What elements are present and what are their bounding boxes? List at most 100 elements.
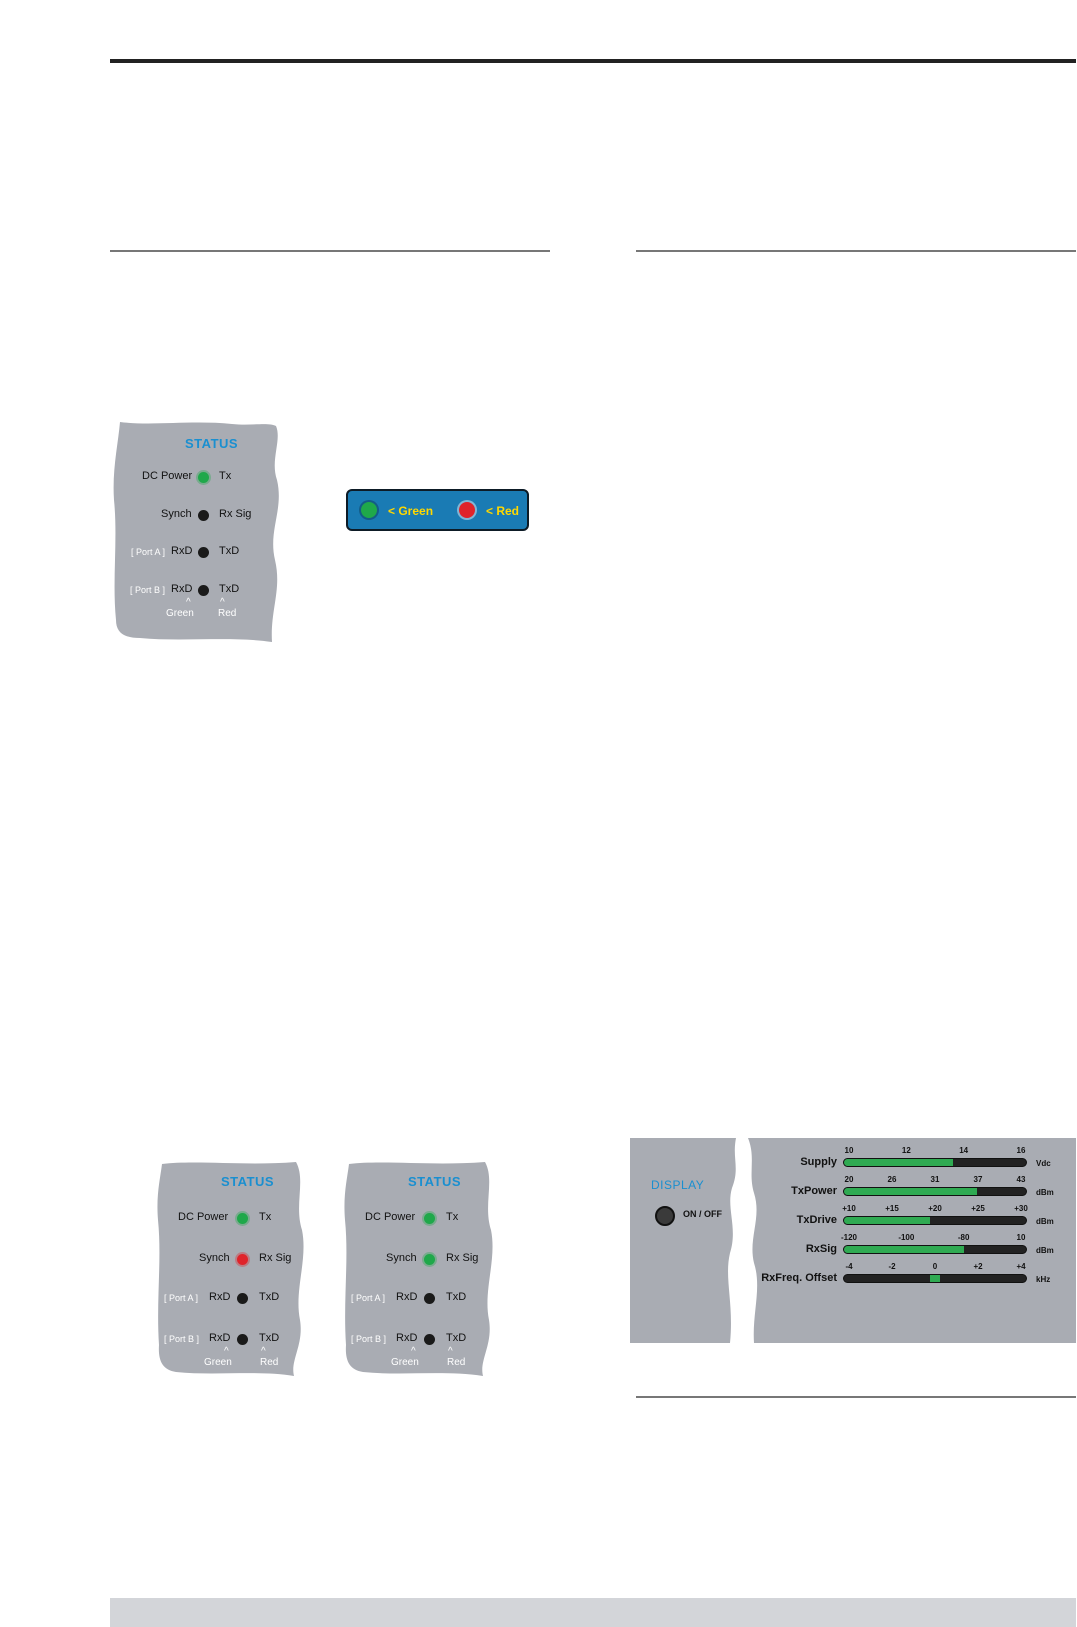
green-label: Green — [204, 1357, 232, 1368]
right-section-rule — [636, 250, 1076, 252]
txpower-meter-fill — [844, 1188, 977, 1195]
rxsig-meter-bar — [843, 1245, 1027, 1254]
status-panel-3: STATUS DC Power Tx Synch Rx Sig [ Port A… — [343, 1160, 495, 1378]
status-panel-2-background — [157, 1162, 304, 1376]
red-caret: ^ — [448, 1346, 453, 1357]
supply-tick-label: 14 — [959, 1146, 969, 1155]
port-a-rxd-label: RxD — [396, 1291, 418, 1303]
port-a-rxd-label: RxD — [171, 545, 193, 557]
rxsig-meter-fill — [844, 1246, 965, 1253]
rxsig-meter-label: RxSig — [805, 1243, 837, 1255]
legend-red-label: < Red — [486, 504, 520, 518]
red-label: Red — [218, 608, 237, 619]
footer-bar — [110, 1598, 1076, 1627]
status-panel-1-background — [113, 422, 279, 642]
rxfreq-offset-meter-fill — [930, 1275, 940, 1282]
status-panel-2: STATUS DC Power Tx Synch Rx Sig [ Port A… — [156, 1160, 306, 1378]
status-panel-3-background — [344, 1162, 493, 1376]
port-b-txd-label: TxD — [259, 1332, 280, 1344]
left-section-rule — [110, 250, 550, 252]
supply-tick-label: 10 — [844, 1146, 854, 1155]
dc-power-label: DC Power — [178, 1211, 229, 1223]
green-caret: ^ — [224, 1346, 229, 1357]
dc-power-label: DC Power — [365, 1211, 416, 1223]
rxsig-tick-label: -100 — [898, 1233, 915, 1242]
status-title: STATUS — [408, 1174, 462, 1189]
rxfreq-offset-unit-label: kHz — [1036, 1275, 1051, 1284]
port-b-label: [ Port B ] — [164, 1334, 200, 1344]
green-caret: ^ — [186, 597, 191, 608]
port-a-rxd-label: RxD — [209, 1291, 231, 1303]
txpower-tick-label: 31 — [930, 1175, 940, 1184]
port-a-txd-label: TxD — [219, 545, 240, 557]
display-title: DISPLAY — [651, 1178, 705, 1192]
rxsig-tick-label: -80 — [957, 1233, 970, 1242]
port-b-label: [ Port B ] — [351, 1334, 387, 1344]
txdrive-tick-label: +25 — [971, 1204, 985, 1213]
status-title: STATUS — [185, 436, 239, 451]
legend-green-led — [361, 502, 377, 518]
txdrive-tick-label: +10 — [842, 1204, 856, 1213]
rx-sig-label: Rx Sig — [446, 1252, 479, 1264]
status-title: STATUS — [221, 1174, 275, 1189]
led-port-b — [237, 1334, 248, 1345]
port-b-label: [ Port B ] — [130, 585, 166, 595]
rxfreq-offset-meter-label: RxFreq. Offset — [761, 1272, 837, 1284]
supply-meter-bar — [843, 1158, 1027, 1167]
led-dc-power-tx — [237, 1213, 248, 1224]
led-port-a — [237, 1293, 248, 1304]
txdrive-tick-label: +20 — [928, 1204, 942, 1213]
rxfreq-offset-tick-label: -2 — [888, 1262, 896, 1271]
supply-unit-label: Vdc — [1036, 1159, 1051, 1168]
port-b-rxd-label: RxD — [209, 1332, 231, 1344]
green-label: Green — [391, 1357, 419, 1368]
led-port-b — [198, 585, 209, 596]
supply-meter-fill — [844, 1159, 954, 1166]
port-a-txd-label: TxD — [446, 1291, 467, 1303]
txpower-meter-label: TxPower — [791, 1185, 837, 1197]
txpower-tick-label: 37 — [973, 1175, 983, 1184]
display-on-off-knob[interactable] — [655, 1206, 675, 1226]
supply-tick-label: 12 — [901, 1146, 911, 1155]
rxfreq-offset-tick-label: +4 — [1016, 1262, 1026, 1271]
port-b-txd-label: TxD — [219, 583, 240, 595]
txpower-tick-label: 43 — [1016, 1175, 1026, 1184]
rxsig-unit-label: dBm — [1036, 1246, 1054, 1255]
led-port-b — [424, 1334, 435, 1345]
supply-tick-label: 16 — [1016, 1146, 1026, 1155]
red-label: Red — [260, 1357, 279, 1368]
page-top-rule — [110, 59, 1076, 63]
rx-sig-label: Rx Sig — [219, 508, 252, 520]
port-b-rxd-label: RxD — [171, 583, 193, 595]
port-a-label: [ Port A ] — [164, 1293, 199, 1303]
port-a-label: [ Port A ] — [131, 547, 166, 557]
legend-red-led — [459, 502, 475, 518]
led-dc-power-tx — [198, 472, 209, 483]
port-b-rxd-label: RxD — [396, 1332, 418, 1344]
led-synch-rxsig — [424, 1254, 435, 1265]
green-caret: ^ — [411, 1346, 416, 1357]
rxfreq-offset-tick-label: -4 — [845, 1262, 853, 1271]
txdrive-meter-fill — [844, 1217, 930, 1224]
rxfreq-offset-tick-label: +2 — [973, 1262, 983, 1271]
led-color-legend: < Green < Red — [346, 489, 529, 531]
led-synch-rxsig — [198, 510, 209, 521]
led-port-a — [198, 547, 209, 558]
txpower-meter-bar — [843, 1187, 1027, 1196]
rxsig-tick-label: 10 — [1016, 1233, 1026, 1242]
tx-label: Tx — [259, 1211, 272, 1223]
txpower-unit-label: dBm — [1036, 1188, 1054, 1197]
tx-label: Tx — [219, 470, 232, 482]
led-synch-rxsig — [237, 1254, 248, 1265]
synch-label: Synch — [386, 1252, 417, 1264]
txdrive-tick-label: +15 — [885, 1204, 899, 1213]
txdrive-unit-label: dBm — [1036, 1217, 1054, 1226]
led-port-a — [424, 1293, 435, 1304]
rx-sig-label: Rx Sig — [259, 1252, 292, 1264]
port-b-txd-label: TxD — [446, 1332, 467, 1344]
txdrive-meter-bar — [843, 1216, 1027, 1225]
rxfreq-offset-tick-label: 0 — [932, 1262, 938, 1271]
synch-label: Synch — [161, 508, 192, 520]
tx-label: Tx — [446, 1211, 459, 1223]
port-a-txd-label: TxD — [259, 1291, 280, 1303]
